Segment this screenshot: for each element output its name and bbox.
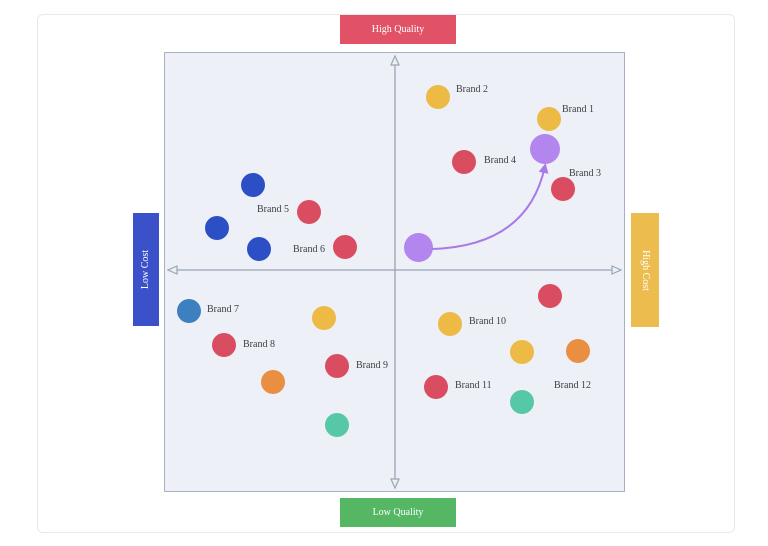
brand-label: Brand 7 — [207, 304, 239, 315]
movement-dot-start[interactable] — [403, 232, 433, 262]
quadrant-label-right-text: High Cost — [639, 249, 651, 291]
brand-dot-brand-9[interactable] — [325, 354, 349, 378]
brand-dot-brand-1[interactable] — [537, 107, 561, 131]
brand-dot-brand-2[interactable] — [426, 85, 450, 109]
brand-label: Brand 12 — [554, 380, 591, 391]
quadrant-label-bottom-text: Low Quality — [372, 507, 424, 518]
quadrant-label-right[interactable]: High Cost — [631, 213, 659, 327]
dot-unlabeled[interactable] — [510, 340, 534, 364]
dot-unlabeled[interactable] — [312, 306, 336, 330]
quadrant-label-top[interactable]: High Quality — [340, 15, 456, 44]
dot-unlabeled[interactable] — [261, 370, 285, 394]
dot-unlabeled[interactable] — [538, 284, 562, 308]
brand-dot-brand-12[interactable] — [510, 390, 534, 414]
brand-dot-brand-7[interactable] — [177, 299, 201, 323]
brand-label: Brand 10 — [469, 316, 506, 327]
dot-unlabeled[interactable] — [205, 216, 229, 240]
movement-dot-end[interactable] — [530, 134, 560, 164]
brand-label: Brand 9 — [356, 360, 388, 371]
brand-label: Brand 3 — [569, 168, 601, 179]
brand-dot-brand-10[interactable] — [438, 312, 462, 336]
quadrant-label-top-text: High Quality — [371, 24, 425, 35]
dot-unlabeled[interactable] — [241, 173, 265, 197]
brand-label: Brand 4 — [484, 155, 516, 166]
brand-dot-brand-4[interactable] — [452, 150, 476, 174]
brand-label: Brand 5 — [257, 204, 289, 215]
brand-dot-brand-3[interactable] — [551, 177, 575, 201]
brand-dot-brand-11[interactable] — [424, 375, 448, 399]
dot-unlabeled[interactable] — [325, 413, 349, 437]
brand-dot-brand-5[interactable] — [297, 200, 321, 224]
quadrant-label-bottom[interactable]: Low Quality — [340, 498, 456, 527]
quadrant-label-left[interactable]: Low Cost — [133, 213, 159, 326]
brand-label: Brand 6 — [293, 244, 325, 255]
brand-dot-brand-8[interactable] — [212, 333, 236, 357]
brand-label: Brand 11 — [455, 380, 492, 391]
dot-unlabeled[interactable] — [566, 339, 590, 363]
dot-unlabeled[interactable] — [247, 237, 271, 261]
brand-dot-brand-6[interactable] — [333, 235, 357, 259]
brand-label: Brand 2 — [456, 84, 488, 95]
brand-label: Brand 8 — [243, 339, 275, 350]
brand-label: Brand 1 — [562, 104, 594, 115]
quadrant-label-left-text: Low Cost — [140, 249, 152, 290]
